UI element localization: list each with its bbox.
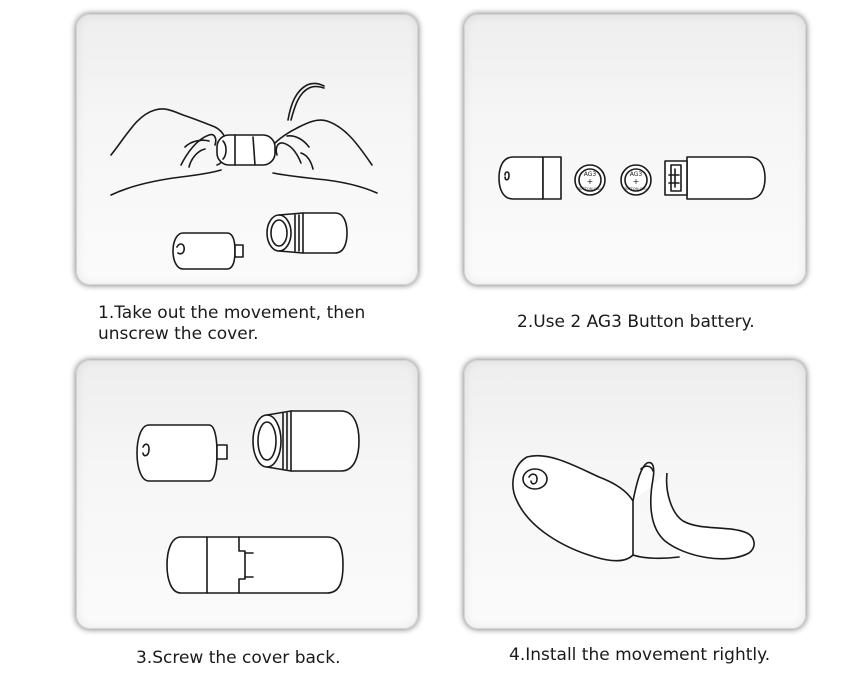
step-4-caption: 4.Install the movement rightly. bbox=[509, 645, 771, 665]
battery-2-sign: + bbox=[633, 177, 640, 186]
wire bbox=[290, 85, 325, 121]
step-2-caption: 2.Use 2 AG3 Button battery. bbox=[517, 312, 755, 332]
step-1-caption: 1.Take out the movement, then unscrew th… bbox=[98, 303, 365, 345]
step-2-panel: AG3 + BUTTON CELL AG3 + BUTTON CELL bbox=[464, 14, 806, 285]
step-3-panel bbox=[76, 360, 418, 629]
step-4-illustration bbox=[512, 454, 755, 562]
battery-2-brand: BUTTON CELL bbox=[624, 187, 649, 191]
battery-1-brand: BUTTON CELL bbox=[578, 187, 603, 191]
step-2-illustration: AG3 + BUTTON CELL AG3 + BUTTON CELL bbox=[498, 156, 766, 200]
step-1-illustration bbox=[110, 82, 378, 270]
battery-2-label: AG3 bbox=[630, 171, 643, 178]
right-hand bbox=[274, 119, 373, 166]
battery-2: AG3 + BUTTON CELL bbox=[620, 164, 652, 196]
cap-part bbox=[498, 156, 562, 200]
step-1-caption-line-1: 1.Take out the movement, then bbox=[98, 303, 366, 323]
step-3-caption: 3.Screw the cover back. bbox=[136, 648, 341, 668]
battery-1: AG3 + BUTTON CELL bbox=[574, 164, 606, 196]
body-part bbox=[664, 156, 766, 200]
movement-body bbox=[252, 410, 360, 472]
held-movement bbox=[216, 134, 276, 166]
step-3-illustration bbox=[136, 410, 360, 594]
movement-body bbox=[266, 212, 348, 254]
step-4-panel bbox=[464, 360, 806, 629]
assembled-movement bbox=[166, 536, 344, 594]
left-hand bbox=[110, 108, 228, 166]
step-1-panel bbox=[76, 14, 418, 285]
battery-1-sign: + bbox=[587, 177, 594, 186]
toy-with-movement bbox=[512, 454, 755, 562]
movement-cap bbox=[136, 424, 228, 482]
step-1-caption-line-2: unscrew the cover. bbox=[98, 324, 259, 344]
movement-cap bbox=[172, 232, 244, 270]
battery-1-label: AG3 bbox=[584, 171, 597, 178]
